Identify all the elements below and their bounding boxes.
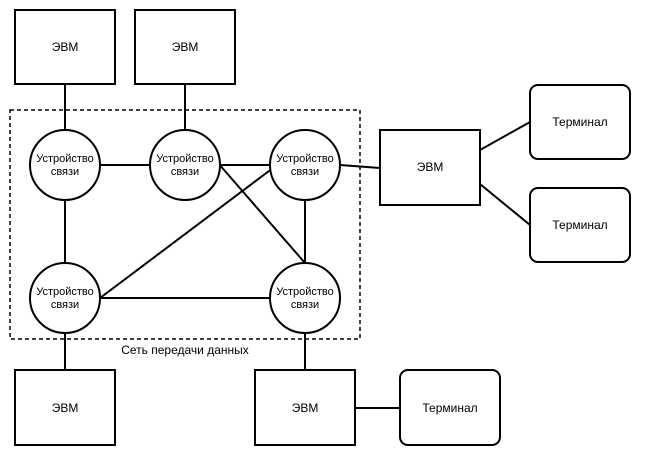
computer-1: ЭВМ: [14, 9, 116, 85]
terminal-label: Терминал: [552, 115, 607, 129]
comm-device-label-line2: связи: [51, 299, 79, 311]
comm-device-1: Устройство связи: [29, 129, 101, 201]
terminal-label: Терминал: [422, 401, 477, 415]
computer-box: [14, 369, 116, 446]
computer-label: ЭВМ: [52, 401, 79, 415]
comm-device-label-line1: Устройство: [276, 286, 334, 298]
comm-device-label-line1: Устройство: [36, 153, 94, 165]
computer-box: [134, 9, 236, 85]
comm-device-4: Устройство связи: [29, 262, 101, 334]
comm-device-circle: [29, 129, 101, 201]
terminal-2: Терминал: [529, 187, 631, 263]
terminal-label: Терминал: [552, 218, 607, 232]
terminal-box: [399, 369, 501, 446]
comm-device-label-line2: связи: [291, 166, 319, 178]
computer-label: ЭВМ: [52, 40, 79, 54]
comm-device-2: Устройство связи: [149, 129, 221, 201]
comm-device-5: Устройство связи: [269, 262, 341, 334]
edge-computer-3-to-terminal-1: [479, 121, 531, 151]
computer-5: ЭВМ: [254, 369, 356, 446]
computer-box: [254, 369, 356, 446]
computer-label: ЭВМ: [417, 160, 444, 174]
network-label: Сеть передачи данных: [121, 343, 249, 357]
comm-device-label-line1: Устройство: [276, 153, 334, 165]
comm-device-label-line1: Устройство: [156, 153, 214, 165]
edge-device-3-to-device-4: [99, 164, 278, 299]
computer-box: [379, 129, 481, 206]
comm-device-circle: [269, 262, 341, 334]
comm-device-circle: [269, 129, 341, 201]
network-boundary: [9, 109, 361, 340]
terminal-box: [529, 187, 631, 263]
comm-device-label-line1: Устройство: [36, 286, 94, 298]
comm-device-3: Устройство связи: [269, 129, 341, 201]
computer-box: [14, 9, 116, 85]
comm-device-label-line2: связи: [171, 166, 199, 178]
computer-label: ЭВМ: [172, 40, 199, 54]
computer-4: ЭВМ: [14, 369, 116, 446]
edge-computer-3-to-terminal-2: [479, 183, 531, 226]
computer-3: ЭВМ: [379, 129, 481, 206]
edge-device-2-to-device-5: [217, 162, 306, 264]
computer-2: ЭВМ: [134, 9, 236, 85]
terminal-box: [529, 84, 631, 160]
comm-device-circle: [29, 262, 101, 334]
comm-device-label-line2: связи: [291, 299, 319, 311]
comm-device-circle: [149, 129, 221, 201]
terminal-3: Терминал: [399, 369, 501, 446]
comm-device-label-line2: связи: [51, 166, 79, 178]
connections: [64, 84, 531, 409]
computer-label: ЭВМ: [292, 401, 319, 415]
terminal-1: Терминал: [529, 84, 631, 160]
